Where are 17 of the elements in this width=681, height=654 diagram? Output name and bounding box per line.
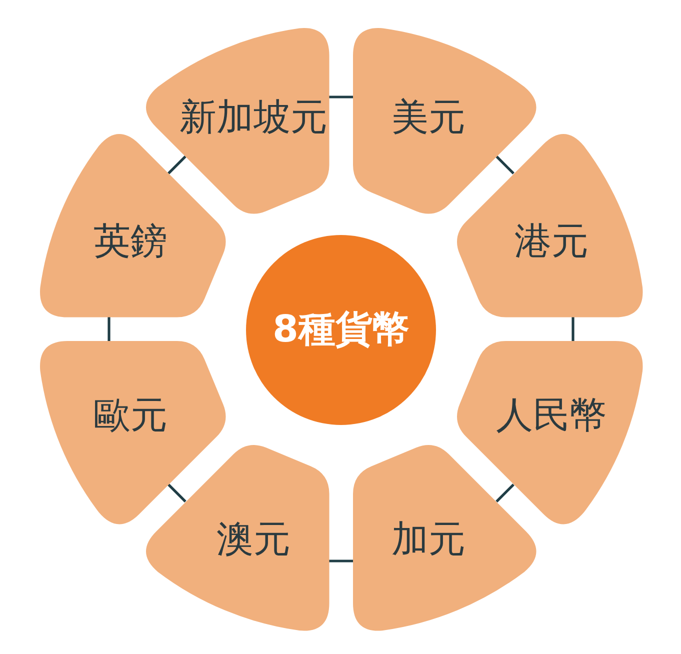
- connector-line: [329, 560, 353, 562]
- currency-label: 港元: [514, 221, 589, 262]
- connector-line: [168, 484, 186, 502]
- currency-label: 澳元: [216, 519, 291, 560]
- currency-label: 新加坡元: [180, 98, 328, 139]
- currency-label: 英鎊: [93, 221, 168, 262]
- connector-line: [168, 156, 186, 174]
- center-label: 8種貨幣: [272, 310, 410, 350]
- currency-label: 歐元: [93, 396, 168, 437]
- connector-line: [329, 96, 353, 98]
- connector-line: [496, 484, 514, 502]
- currency-label: 美元: [391, 98, 466, 139]
- connector-line: [108, 317, 110, 341]
- currency-label: 加元: [391, 519, 466, 560]
- connector-line: [572, 317, 574, 341]
- connector-line: [496, 156, 514, 174]
- currency-label: 人民幣: [496, 396, 608, 437]
